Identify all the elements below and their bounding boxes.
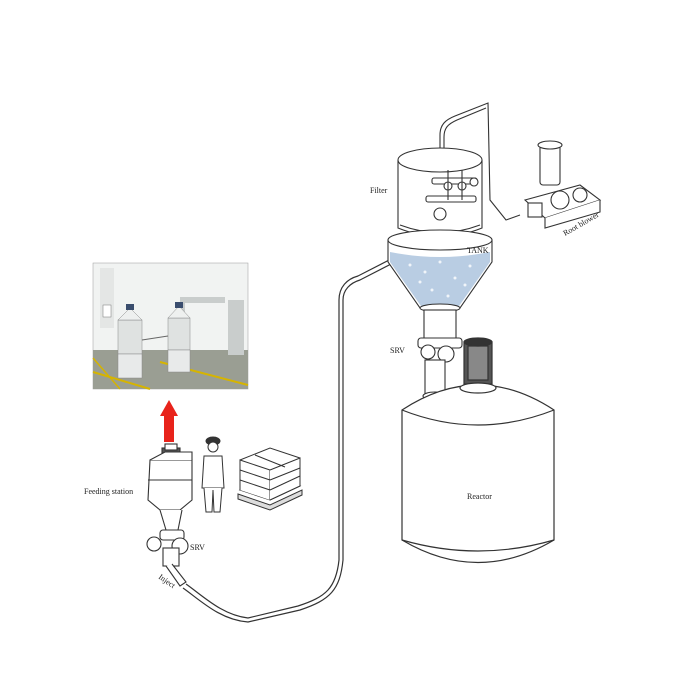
feeding-station xyxy=(146,443,193,587)
reactor-motor xyxy=(459,337,497,394)
powder-fill xyxy=(390,252,490,306)
worker-icon xyxy=(201,436,225,513)
label-srv-bottom: SRV xyxy=(190,543,205,552)
tank xyxy=(387,229,493,313)
reactor-vessel xyxy=(401,337,555,563)
label-feeding-station: Feeding station xyxy=(84,487,133,496)
srv-top-valve xyxy=(417,309,463,401)
label-filter: Filter xyxy=(370,186,388,195)
label-reactor: Reactor xyxy=(467,492,492,501)
conveying-pipe xyxy=(182,257,396,623)
bag-pallet-icon xyxy=(237,447,303,511)
srv-bottom-valve xyxy=(146,529,189,567)
filter-valves xyxy=(425,170,479,221)
label-srv-top: SRV xyxy=(390,346,405,355)
feeding-station-photo xyxy=(92,262,249,390)
label-tank: TANK xyxy=(467,246,489,255)
filter-unit xyxy=(397,147,483,238)
root-blower xyxy=(523,140,602,229)
up-arrow-icon xyxy=(160,400,178,442)
air-pipe xyxy=(439,102,521,221)
